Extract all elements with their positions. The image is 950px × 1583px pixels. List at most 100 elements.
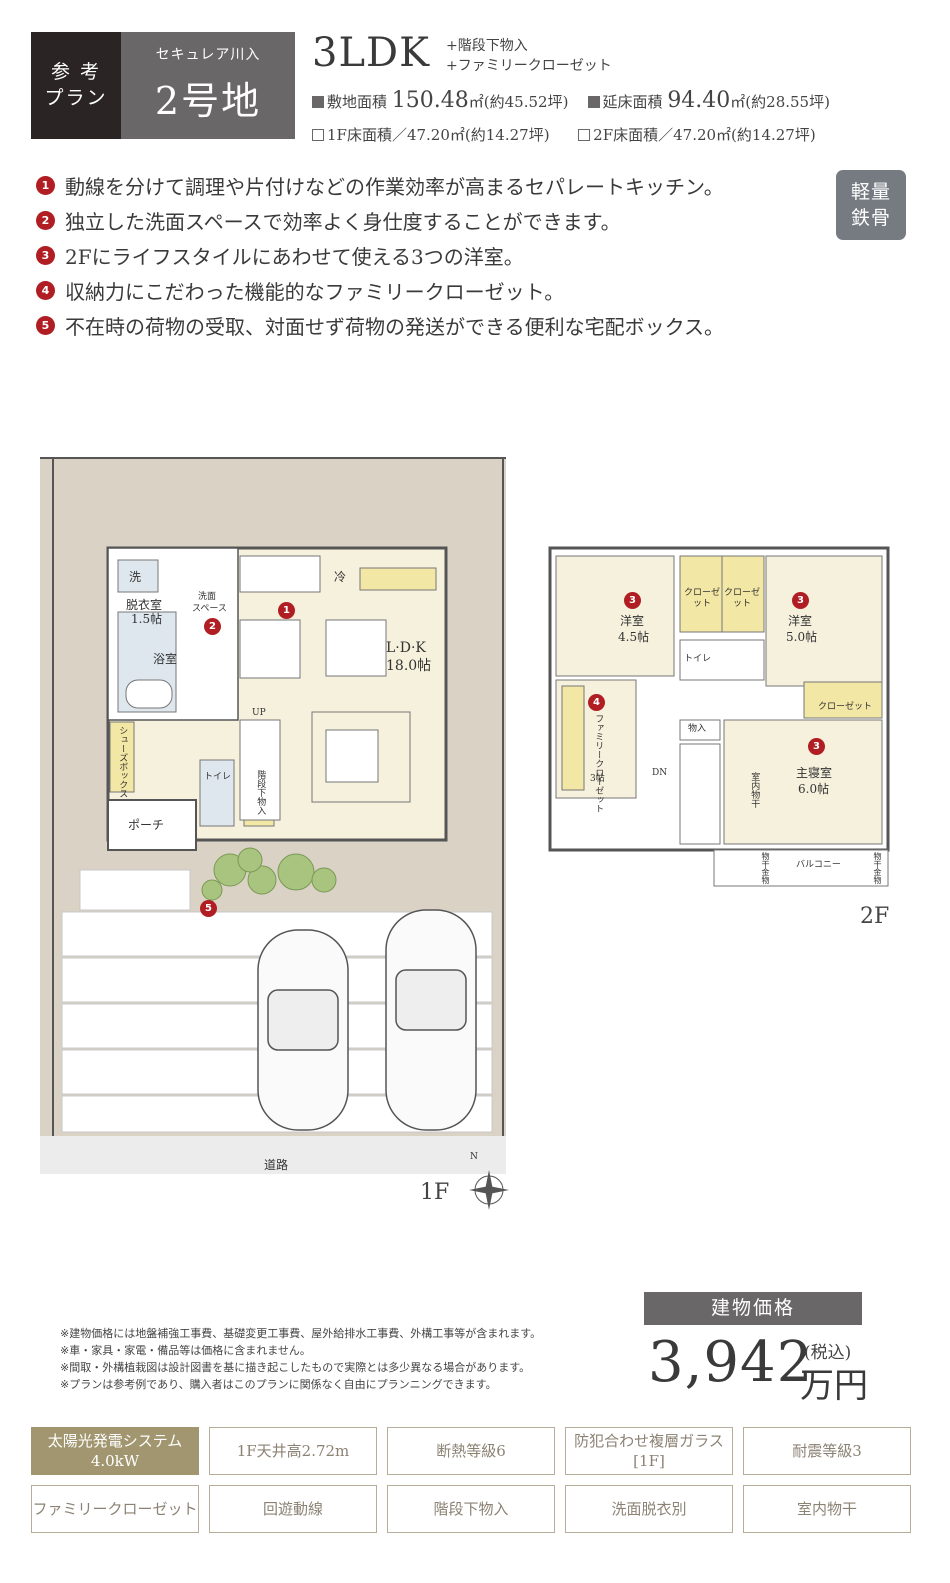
closet-b-label: クローゼット (724, 588, 761, 610)
north-label: N (470, 1152, 478, 1162)
feature-number: 3 (36, 246, 55, 265)
feature-text: 2Fにライフスタイルにあわせて使える3つの洋室。 (65, 245, 524, 269)
feature-text: 独立した洗面スペースで効率よく身仕度することができます。 (65, 210, 621, 234)
feature-number: 4 (36, 281, 55, 300)
price-label: 建物価格 (644, 1292, 862, 1325)
plan-extras: +階段下物入 +ファミリークローゼット (446, 36, 612, 76)
floor-2f-label: 2F (860, 904, 890, 929)
square-outline-icon (578, 129, 591, 141)
feature-number: 1 (36, 176, 55, 195)
badge-line1: 軽量 (850, 181, 891, 203)
floor-plan-2f-drawing (548, 546, 890, 887)
family-closet-label: ファミリークローゼット (593, 714, 604, 813)
tag-indoor-drying: 室内物干 (743, 1485, 911, 1533)
tag-family-closet: ファミリークローゼット (31, 1485, 199, 1533)
balcony-label: バルコニー (796, 860, 841, 870)
feature-text: 動線を分けて調理や片付けなどの作業効率が高まるセパレートキッチン。 (65, 175, 724, 199)
drying-hardware-left: 物干金物 (761, 852, 770, 884)
reference-label-line2: プラン (44, 86, 108, 109)
plan-marker: 3 (792, 592, 809, 609)
storage-2f-label: 物入 (688, 724, 707, 734)
plan-marker: 1 (278, 602, 295, 619)
washroom-label-1: 洗面 (198, 592, 217, 602)
tag-ceiling-height: 1F天井高2.72m (209, 1427, 377, 1475)
floor-plan-1f-drawing (40, 457, 509, 1210)
western-room-1-label: 洋室 (620, 614, 645, 628)
note-line: ※間取・外構植栽図は設計図書を基に描き起こしたもので実際とは多少異なる場合があり… (60, 1361, 531, 1374)
lot-number: 2号地 (154, 79, 262, 123)
site-area-label: 敷地面積 (327, 93, 388, 111)
tag-circulation: 回遊動線 (209, 1485, 377, 1533)
floor-area-unit: ㎡(約28.55坪) (730, 93, 830, 111)
plan-marker: 3 (624, 592, 641, 609)
plan-extra-2: +ファミリークローゼット (446, 58, 612, 74)
ldk-size: 18.0帖 (386, 658, 432, 674)
area-row-floors: 1F床面積／47.20㎡(約14.27坪) 2F床面積／47.20㎡(約14.2… (312, 124, 816, 145)
tag-line1: 太陽光発電システム (47, 1432, 183, 1450)
closet-c-label: クローゼット (818, 702, 873, 712)
under-stairs-label: 階段下物入 (255, 770, 266, 815)
site-area-value: 150.48 (391, 88, 469, 113)
master-bedroom-label: 主寝室 (796, 766, 833, 780)
tag-line1: 回遊動線 (262, 1500, 323, 1518)
dressing-room-label: 脱衣室 (126, 598, 163, 612)
floor2-area: 2F床面積／47.20㎡(約14.27坪) (593, 126, 816, 144)
toilet-2f-label: トイレ (684, 654, 712, 664)
plan-type: 3LDK (312, 30, 430, 76)
note-line: ※車・家具・家電・備品等は価格に含まれません。 (60, 1344, 311, 1357)
price-unit: 万円 (800, 1366, 868, 1406)
tag-line2: 4.0kW (90, 1452, 140, 1470)
floor-area-value: 94.40 (667, 88, 731, 113)
badge-line2: 鉄骨 (850, 207, 891, 229)
feature-item: 3 2Fにライフスタイルにあわせて使える3つの洋室。 (36, 238, 724, 273)
tag-line1: 1F天井高2.72m (236, 1442, 350, 1460)
washroom-label-2: スペース (192, 604, 227, 614)
lot-label: セキュレア川入 2号地 (121, 32, 295, 139)
tag-line1: ファミリークローゼット (32, 1500, 198, 1518)
floor-plan-2f: 洋室 4.5帖 クローゼット クローゼット 洋室 5.0帖 トイレ ファミリーク… (548, 546, 890, 929)
feature-text: 収納力にこだわった機能的なファミリークローゼット。 (65, 280, 565, 304)
feature-text: 不在時の荷物の受取、対面せず荷物の発送ができる便利な宅配ボックス。 (65, 315, 724, 339)
reference-plan-label: 参 考 プラン (31, 32, 121, 139)
tag-separate-washroom: 洗面脱衣別 (565, 1485, 733, 1533)
indoor-drying-label: 室内物干 (749, 772, 760, 808)
tag-line1: 洗面脱衣別 (611, 1500, 687, 1518)
tag-line1: 室内物干 (796, 1500, 857, 1518)
floor-1f-label: 1F (420, 1180, 450, 1205)
tag-line2: [1F] (633, 1452, 665, 1470)
tag-under-stairs: 階段下物入 (387, 1485, 555, 1533)
tag-solar: 太陽光発電システム 4.0kW (31, 1427, 199, 1475)
tag-seismic: 耐震等級3 (743, 1427, 911, 1475)
road-label: 道路 (264, 1158, 289, 1172)
tag-insulation: 断熱等級6 (387, 1427, 555, 1475)
light-steel-badge: 軽量 鉄骨 (836, 170, 906, 240)
note-line: ※建物価格には地盤補強工事費、基礎変更工事費、屋外給排水工事費、外構工事等が含ま… (60, 1327, 542, 1340)
square-filled-icon (587, 96, 600, 108)
fridge-label: 冷 (334, 570, 347, 584)
plan-extra-1: +階段下物入 (446, 38, 528, 54)
tag-security-glass: 防犯合わせ複層ガラス[1F] (565, 1427, 733, 1475)
western-room-2-label: 洋室 (788, 614, 813, 628)
price-tax: (税込) (804, 1343, 852, 1363)
area-row-main: 敷地面積 150.48㎡(約45.52坪) 延床面積 94.40㎡(約28.55… (312, 88, 830, 113)
drying-hardware-right: 物干金物 (873, 852, 882, 884)
notes: ※建物価格には地盤補強工事費、基礎変更工事費、屋外給排水工事費、外構工事等が含ま… (60, 1325, 541, 1393)
stairs-up-label: UP (252, 708, 266, 718)
floor-area-label: 延床面積 (602, 93, 663, 111)
porch-label: ポーチ (128, 818, 165, 832)
plan-marker: 2 (204, 618, 221, 635)
dressing-room-size: 1.5帖 (131, 612, 163, 626)
note-line: ※プランは参考例であり、購入者はこのプランに関係なく自由にプランニングできます。 (60, 1378, 497, 1391)
square-outline-icon (312, 129, 324, 141)
wash-machine-label: 洗 (129, 570, 142, 584)
plan-marker: 3 (808, 738, 825, 755)
reference-label-line1: 参 考 (50, 60, 102, 83)
closet-a-label: クローゼット (684, 588, 721, 610)
price-value: 3,942 (648, 1330, 814, 1395)
series-name: セキュレア川入 (155, 47, 261, 63)
master-bedroom-size: 6.0帖 (798, 782, 830, 796)
